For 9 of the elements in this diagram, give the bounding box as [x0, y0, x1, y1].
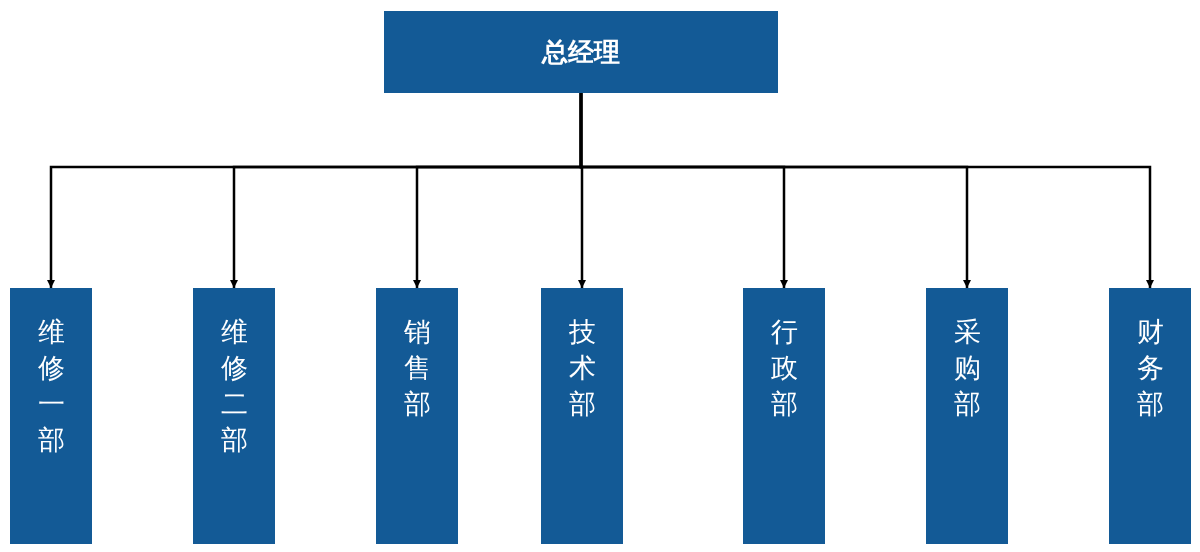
- department-box: 维修二部: [193, 288, 275, 544]
- manager-box: 总经理: [384, 11, 778, 93]
- department-box: 销售部: [376, 288, 458, 544]
- arrow: [579, 93, 1153, 291]
- department-box: 技术部: [541, 288, 623, 544]
- department-box: 采购部: [926, 288, 1008, 544]
- department-box: 维修一部: [10, 288, 92, 544]
- department-box: 财务部: [1109, 288, 1191, 544]
- department-box: 行政部: [743, 288, 825, 544]
